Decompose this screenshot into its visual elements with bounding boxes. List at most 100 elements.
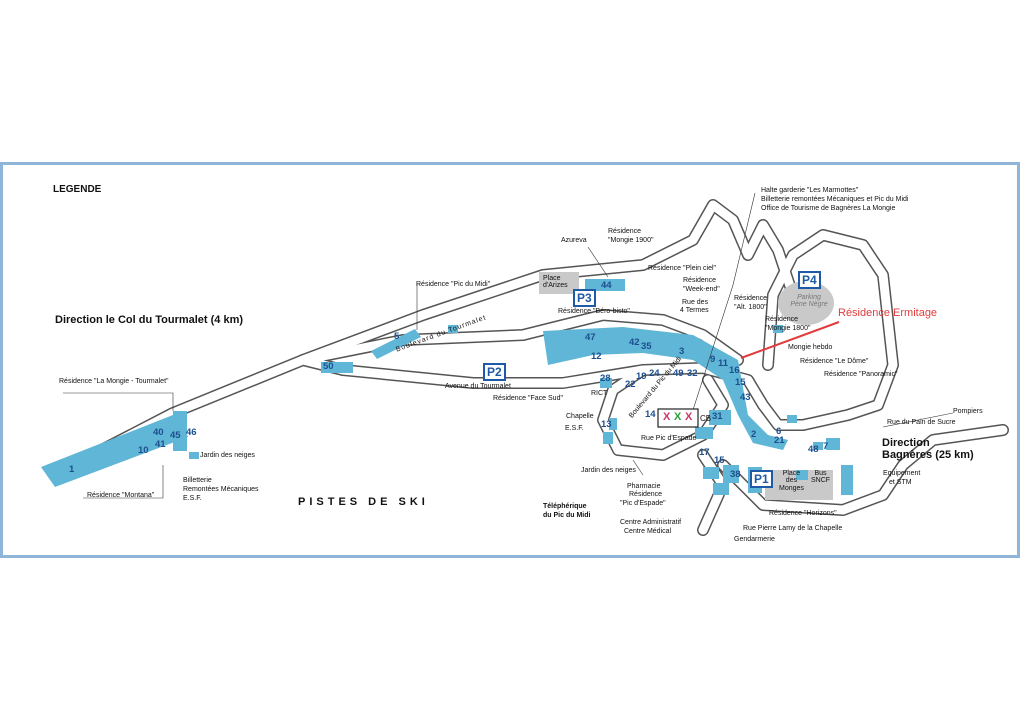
label-equipement-1: Equipement [883, 470, 921, 477]
building-number: 32 [687, 368, 698, 379]
building-number: 19 [636, 371, 647, 382]
label-res-panoramic: Résidence "Panoramic" [824, 371, 898, 378]
label-centre-medical: Centre Médical [624, 528, 672, 535]
building-number: 6 [776, 426, 782, 437]
label-res-alt1800-2: "Alt. 1800" [734, 304, 767, 311]
marker-x-3: X [685, 411, 693, 423]
markers-box [657, 408, 699, 428]
building-number: 42 [629, 337, 640, 348]
label-pompiers: Pompiers [953, 408, 983, 415]
building-number: 49 [673, 368, 684, 379]
label-res-montana: Résidence "Montana" [87, 492, 155, 499]
building-number: 45 [170, 430, 181, 441]
building-number: 12 [591, 351, 602, 362]
building-number: 31 [712, 411, 723, 422]
map-frame: LEGENDE Direction le Col du Tourmalet (4… [0, 162, 1020, 558]
ermitage-pointer-line [740, 321, 840, 359]
building-number: 3 [679, 346, 685, 357]
building-number: 50 [323, 361, 334, 372]
label-res-pic-espade-1: Résidence [629, 491, 663, 498]
label-equipement-2: et STM [889, 479, 912, 486]
label-res-weekend-2: "Week-end" [683, 286, 720, 293]
label-res-weekend-1: Résidence [683, 277, 717, 284]
label-res-mongie1800-1: Résidence [765, 316, 799, 323]
label-jardin-neiges-2: Jardin des neiges [581, 467, 636, 474]
parking-p4: P4 [798, 271, 821, 289]
map-drawing [41, 192, 1009, 536]
residence-ermitage-annotation: Résidence Ermitage [838, 307, 938, 319]
place-arizes-area [539, 272, 579, 294]
building-number: 2 [751, 429, 757, 440]
label-res-mongie1900-2: "Mongie 1900" [608, 237, 654, 244]
building-number: 41 [155, 439, 166, 450]
parking-p1: P1 [750, 470, 773, 488]
label-res-dome: Résidence "Le Dôme" [800, 358, 869, 365]
label-telepherique-2: du Pic du Midi [543, 512, 591, 519]
building-number: 43 [740, 392, 751, 403]
building-number: 14 [645, 409, 656, 420]
building-number: 44 [601, 280, 612, 291]
parking-p3: P3 [573, 289, 596, 307]
label-esf: E.S.F. [565, 425, 584, 432]
label-res-pic-espade-2: "Pic d'Espade" [620, 500, 666, 507]
marker-x-2: X [674, 411, 682, 423]
label-office: Office de Tourisme de Bagnères La Mongie [761, 205, 896, 212]
direction-bagneres-line1: Direction [882, 437, 930, 449]
street-rue-pic-espade: Rue Pic d'Espade [641, 435, 697, 442]
leader-lines [63, 192, 954, 499]
label-jardin-neiges: Jardin des neiges [200, 452, 255, 459]
building-number: 7 [823, 441, 829, 452]
building-number: 10 [138, 445, 149, 456]
label-billetterie-left-3: E.S.F. [183, 495, 202, 502]
label-place-monges: Place des Monges [779, 470, 804, 492]
building-number: 1 [69, 464, 75, 475]
building-number: 35 [641, 341, 652, 352]
parking-p4-caption: Parking Pène Nègre [790, 294, 828, 309]
street-avenue-tourmalet: Avenue du Tourmalet [445, 383, 511, 390]
building-number: 38 [730, 469, 741, 480]
label-res-face-sud: Résidence "Face Sud" [493, 395, 563, 402]
building-number: 11 [718, 358, 729, 369]
direction-bagneres-line2: Bagnères (25 km) [882, 449, 974, 461]
building-number: 9 [710, 354, 716, 365]
label-rict: RICT [591, 390, 608, 397]
parking-pene-negre-area [778, 281, 834, 325]
label-bus-sncf: Bus SNCF [811, 470, 831, 485]
building-number: 28 [600, 373, 611, 384]
street-rue-pain-sucre: Rue du Pain de Sucre [887, 419, 956, 426]
label-res-pic-midi: Résidence "Pic du Midi" [416, 281, 491, 288]
label-res-horizons: Résidence "Horizons" [769, 510, 837, 517]
label-mongie-hebdo: Mongie hebdo [788, 344, 833, 351]
building-number: 40 [153, 427, 164, 438]
label-centre-admin: Centre Administratif [620, 519, 682, 526]
building-number: 15 [714, 455, 725, 466]
building-number: 46 [186, 427, 197, 438]
label-chapelle: Chapelle [566, 413, 594, 420]
label-res-mongie1800-2: "Mongie 1800" [765, 325, 811, 332]
label-azureva: Azureva [561, 237, 587, 244]
label-res-bero: Résidence "Béro-bisto" [558, 308, 630, 315]
label-res-plein-ciel: Résidence "Plein ciel" [648, 265, 717, 272]
label-rue-4termes-1: Rue des [682, 299, 709, 306]
label-billetterie-top: Billetterie remontées Mécaniques et Pic … [761, 196, 909, 203]
label-res-mongie1900-1: Résidence [608, 228, 642, 235]
building-number: 24 [649, 368, 660, 379]
building-number: 5 [394, 331, 400, 342]
label-res-alt1800-1: Résidence [734, 295, 768, 302]
label-res-lamongie: Résidence "La Mongie - Tourmalet" [59, 378, 169, 385]
marker-x-1: X [663, 411, 671, 423]
label-billetterie-left-2: Remontées Mécaniques [183, 486, 259, 493]
label-billetterie-left-1: Billetterie [183, 477, 212, 484]
label-telepherique-1: Téléphérique [543, 503, 587, 510]
building-number: 16 [729, 365, 740, 376]
street-rue-pierre-lamy: Rue Pierre Lamy de la Chapelle [743, 525, 843, 532]
pistes-de-ski: PISTES DE SKI [298, 496, 429, 508]
label-gendarmerie: Gendarmerie [734, 536, 775, 543]
parking-p2: P2 [483, 363, 506, 381]
building-number: 15 [735, 377, 746, 388]
building-number: 22 [625, 379, 636, 390]
buildings [41, 279, 853, 495]
building-number: 47 [585, 332, 596, 343]
legend-title: LEGENDE [53, 184, 102, 195]
building-number: 48 [808, 444, 819, 455]
